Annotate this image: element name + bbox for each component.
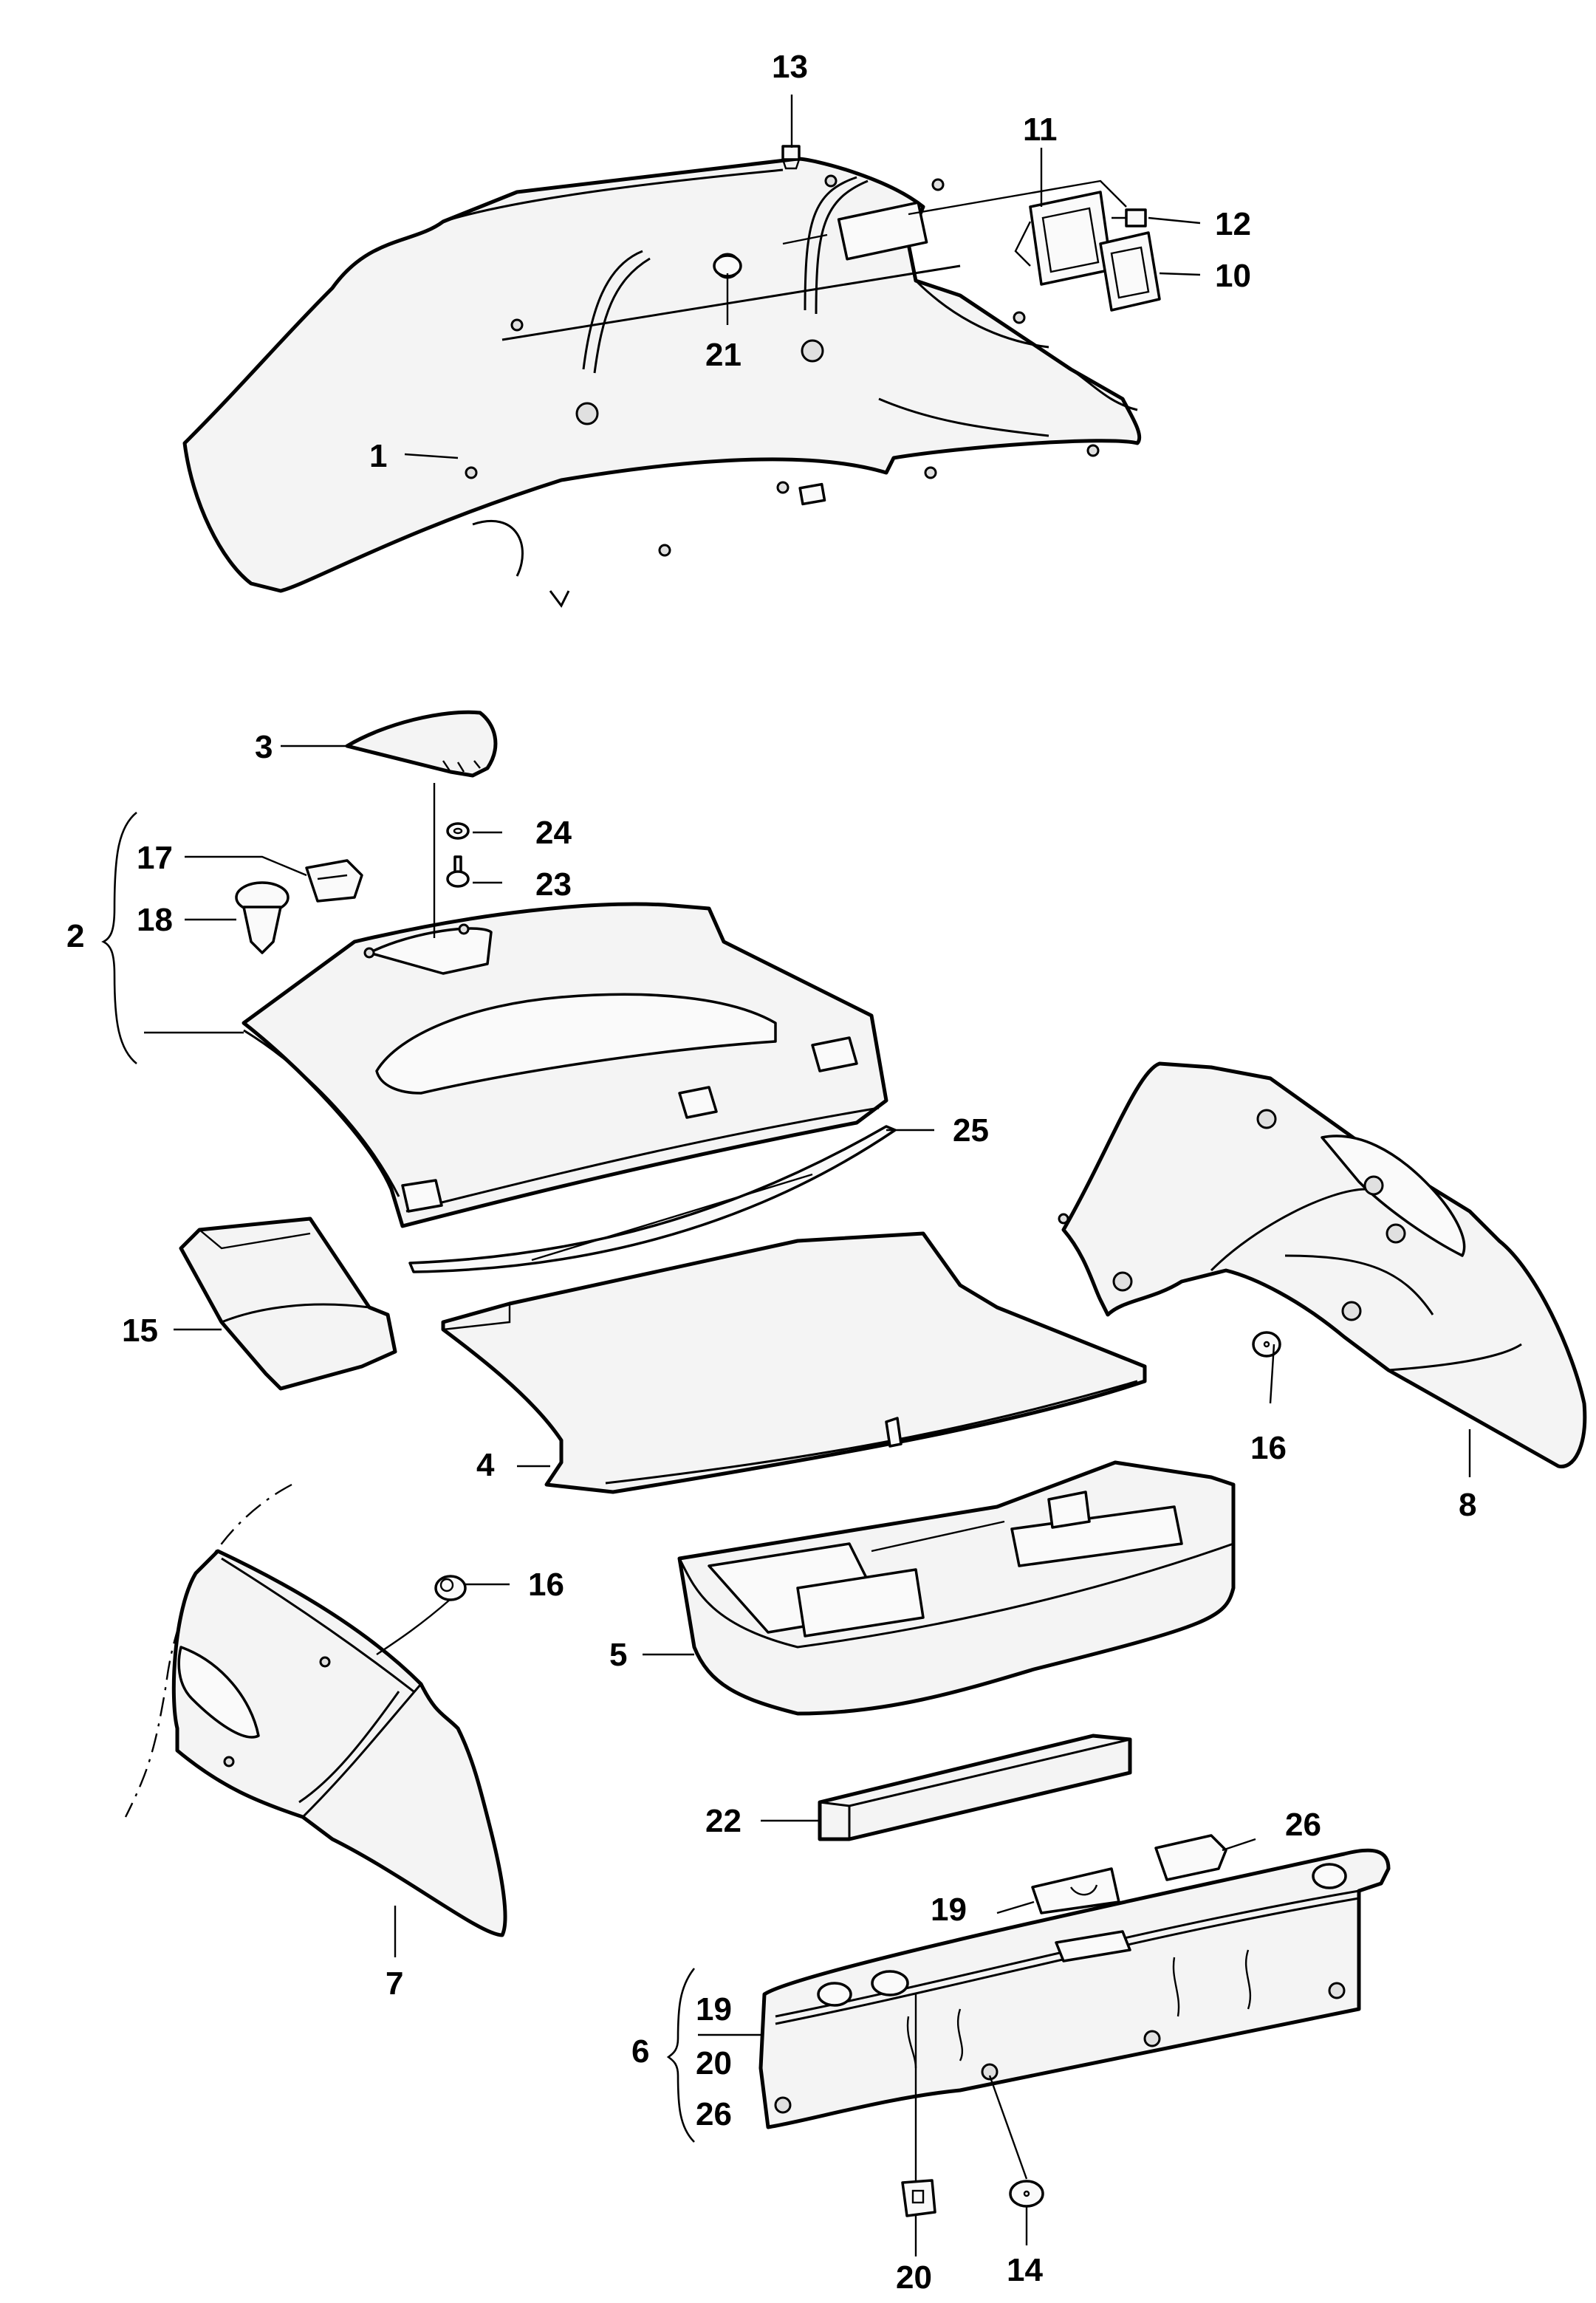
callout-labels: 13 11 12 10 21 1 3 24 17 23 18 2 25 15 1… bbox=[66, 49, 1476, 2296]
callout-6-20: 20 bbox=[696, 2045, 732, 2081]
callout-4: 4 bbox=[476, 1447, 495, 1483]
callout-16-right: 16 bbox=[1250, 1430, 1287, 1466]
part-parcel-shelf-2 bbox=[242, 902, 888, 1228]
part-cover-frame-11 bbox=[1014, 191, 1113, 286]
callout-3: 3 bbox=[255, 729, 273, 765]
callout-15: 15 bbox=[122, 1313, 158, 1349]
part-washer-24 bbox=[446, 822, 470, 840]
part-screw-12 bbox=[1112, 208, 1147, 227]
part-rivet-16-left bbox=[434, 1575, 467, 1601]
part-rear-panel-trim-6 bbox=[758, 1848, 1391, 2129]
part-rivet-16-right bbox=[1252, 1331, 1281, 1358]
callout-21: 21 bbox=[705, 337, 742, 373]
callout-23: 23 bbox=[535, 866, 572, 903]
callout-19: 19 bbox=[931, 1892, 967, 1928]
leader-lines bbox=[144, 95, 1471, 2256]
callout-5: 5 bbox=[609, 1637, 627, 1673]
part-rivet-14 bbox=[1009, 2180, 1044, 2208]
part-rivet-18 bbox=[235, 881, 290, 954]
part-screw-23 bbox=[446, 855, 470, 888]
group-brace-6 bbox=[666, 1968, 696, 2143]
part-access-cover-10 bbox=[1099, 231, 1161, 312]
part-storage-tray-5 bbox=[677, 1460, 1236, 1716]
callout-20: 20 bbox=[896, 2259, 932, 2296]
callout-17: 17 bbox=[137, 840, 173, 876]
callout-24: 24 bbox=[535, 815, 572, 851]
part-rivet-21 bbox=[713, 254, 742, 278]
part-clip-20 bbox=[901, 2179, 936, 2217]
callout-6: 6 bbox=[631, 2033, 649, 2070]
callout-7: 7 bbox=[386, 1965, 403, 2002]
part-left-trim-15 bbox=[179, 1216, 397, 1391]
callout-13: 13 bbox=[772, 49, 808, 85]
callout-14: 14 bbox=[1007, 2252, 1043, 2288]
callout-22: 22 bbox=[705, 1803, 742, 1839]
callout-11: 11 bbox=[1023, 112, 1058, 148]
callout-18: 18 bbox=[137, 902, 173, 938]
callout-25: 25 bbox=[953, 1112, 989, 1149]
part-parcel-shelf-cover-3 bbox=[345, 710, 498, 778]
part-clip-26 bbox=[1154, 1834, 1227, 1881]
group-brace-2 bbox=[101, 811, 137, 1065]
callout-8: 8 bbox=[1459, 1487, 1476, 1523]
callout-16-left: 16 bbox=[528, 1567, 564, 1603]
part-foam-block-22 bbox=[818, 1734, 1132, 1841]
callout-2: 2 bbox=[66, 918, 84, 954]
callout-6-26: 26 bbox=[696, 2096, 732, 2132]
part-trunk-lid-trim-panel bbox=[182, 157, 1142, 608]
part-trunk-floor-mat-4 bbox=[441, 1231, 1147, 1494]
callout-1: 1 bbox=[369, 438, 387, 474]
part-clip-17 bbox=[305, 859, 363, 903]
part-right-side-trim-8 bbox=[1058, 1061, 1587, 1468]
callout-12: 12 bbox=[1215, 206, 1251, 242]
callout-26: 26 bbox=[1285, 1807, 1321, 1843]
callout-6-19: 19 bbox=[696, 1991, 732, 2027]
part-left-side-trim-7 bbox=[124, 1483, 507, 1937]
callout-10: 10 bbox=[1215, 258, 1251, 294]
